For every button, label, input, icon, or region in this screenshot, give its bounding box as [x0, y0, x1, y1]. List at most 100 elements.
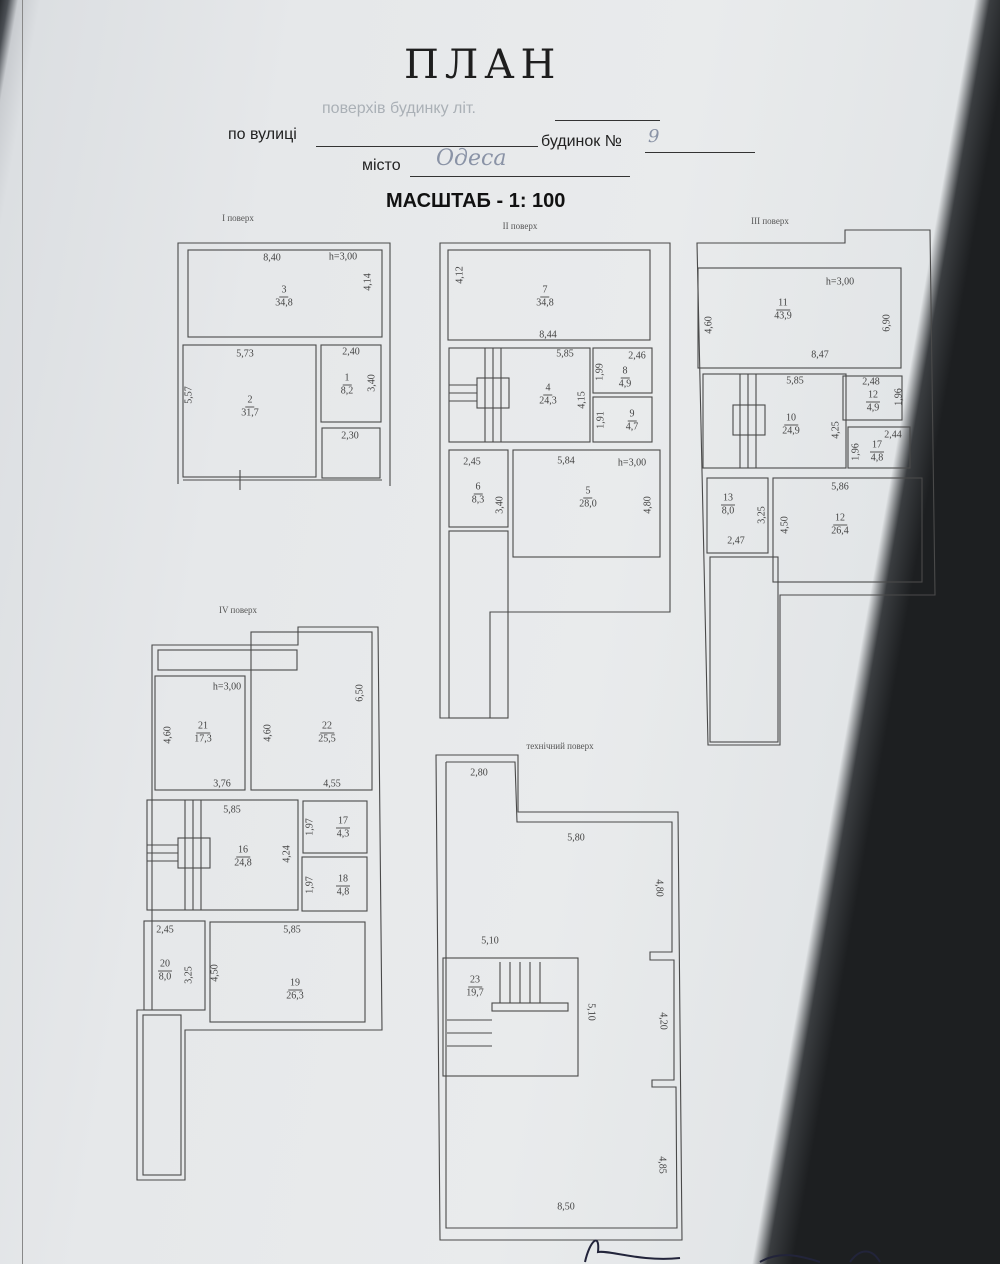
dimension-label: 2,46 [628, 350, 646, 362]
floor-3-room-12a [842, 375, 903, 421]
dimension-label: 1,97 [304, 876, 316, 894]
dimension-label: 4,50 [209, 964, 221, 982]
dimension-label: 8,47 [811, 349, 829, 361]
floor-1-room-storage [321, 427, 381, 479]
dimension-label: 5,85 [283, 924, 301, 936]
dimension-label: 4,60 [162, 726, 174, 744]
dimension-label: 6,90 [881, 314, 893, 332]
room-number: 22 [320, 720, 334, 734]
house-label: будинок № [541, 133, 622, 150]
dimension-label: 4,80 [653, 879, 665, 897]
room-area: 34,8 [275, 297, 293, 309]
dimension-label: 2,30 [341, 430, 359, 442]
room-area: 25,5 [318, 733, 336, 745]
dimension-label: 5,86 [831, 481, 849, 493]
dimension-label: 2,45 [156, 924, 174, 936]
room-area: 8,2 [340, 385, 354, 397]
dimension-label: 5,57 [183, 386, 195, 404]
floor-3-room-10 [702, 373, 847, 469]
dimension-label: 4,55 [323, 778, 341, 790]
dimension-label: 3,76 [213, 778, 231, 790]
dimension-label: 5,10 [481, 935, 499, 947]
ceiling-height-label: h=3,00 [825, 276, 855, 288]
floor-2-room-8 [592, 347, 653, 394]
dimension-label: 2,48 [862, 376, 880, 388]
dimension-label: 5,84 [557, 455, 575, 467]
room-number: 5 [583, 485, 593, 499]
floor-2-outer-wall [439, 242, 671, 719]
floor-3-room-17 [847, 426, 911, 469]
room-number: 17 [870, 439, 884, 453]
room-number: 16 [236, 844, 250, 858]
dimension-label: 8,44 [539, 329, 557, 341]
room-number: 12 [866, 389, 880, 403]
dimension-label: 2,40 [342, 346, 360, 358]
technical-floor-room-23 [442, 957, 579, 1077]
floor-4-room-21 [154, 675, 246, 791]
dimension-label: 5,10 [585, 1003, 597, 1021]
room-area: 24,9 [782, 425, 800, 437]
signature [584, 1239, 881, 1263]
room-number: 19 [288, 977, 302, 991]
floor-4-room-16 [146, 799, 299, 911]
building-line: поверхів будинку літ. [322, 100, 476, 117]
dimension-label: 5,85 [223, 804, 241, 816]
room-area: 4,3 [336, 828, 350, 840]
room-number: 8 [620, 365, 630, 379]
dimension-label: 4,50 [779, 516, 791, 534]
room-number: 7 [540, 284, 550, 298]
room-number: 11 [776, 297, 790, 311]
room-number: 1 [342, 372, 352, 386]
dimension-label: 3,40 [494, 496, 506, 514]
dimension-label: 4,24 [281, 845, 293, 863]
floor-title: III поверх [751, 216, 789, 226]
dimension-label: 5,85 [786, 375, 804, 387]
dimension-label: 5,85 [556, 348, 574, 360]
room-area: 8,0 [721, 505, 735, 517]
floor-4-stair-landing [177, 837, 211, 869]
room-area: 28,0 [579, 498, 597, 510]
room-number: 10 [784, 412, 798, 426]
binder-edge [0, 0, 23, 1264]
floor-4-plan [136, 626, 383, 1181]
floor-1-plan [177, 242, 391, 490]
room-area: 17,3 [194, 733, 212, 745]
room-area: 4,7 [625, 421, 639, 433]
floor-title: II поверх [502, 221, 538, 231]
room-area: 26,3 [286, 990, 304, 1002]
document-title: ПЛАН [404, 42, 562, 88]
dimension-label: 6,50 [354, 684, 366, 702]
floor-2-room-5 [512, 449, 661, 558]
floor-3-stair-landing [732, 404, 766, 436]
dimension-label: 5,80 [567, 832, 585, 844]
city-value: Одеса [436, 146, 507, 171]
floor-4-room-17 [302, 800, 368, 854]
room-area: 34,8 [536, 297, 554, 309]
floor-2-room-4 [448, 347, 591, 443]
room-area: 19,7 [466, 987, 484, 999]
room-number: 9 [627, 408, 637, 422]
floor-4-room-22 [250, 631, 373, 791]
dimension-label: 2,80 [470, 767, 488, 779]
building-line-blank [555, 120, 660, 121]
floor-title: I поверх [222, 213, 254, 223]
city-field [410, 176, 630, 177]
room-area: 4,8 [870, 452, 884, 464]
dimension-label: 3,25 [183, 966, 195, 984]
floor-1-room-2 [182, 344, 317, 478]
city-label: місто [362, 157, 401, 174]
